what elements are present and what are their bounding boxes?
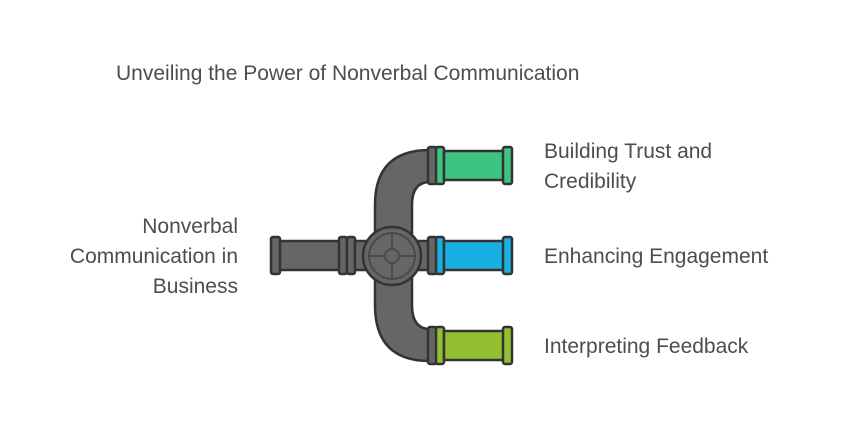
branch-label-trust: Building Trust and Credibility (544, 137, 712, 197)
input-pipe-end-cap (269, 235, 282, 276)
branch-pipe-engagement (426, 235, 514, 276)
branch-pipe-trust (426, 145, 514, 186)
source-label: Nonverbal Communication in Business (0, 212, 238, 302)
source-label-line: Communication in (69, 245, 238, 268)
valve-hub (384, 248, 400, 264)
branch-label-line: Credibility (544, 170, 637, 193)
branch-label-engagement: Enhancing Engagement (544, 242, 768, 272)
branch-label-line: Building Trust and (544, 140, 713, 163)
branch-label-line: Interpreting Feedback (544, 335, 749, 358)
branch-pipe-feedback (426, 325, 514, 366)
source-label-line: Business (152, 275, 238, 298)
source-label-line: Nonverbal (142, 215, 238, 238)
diagram-title: Unveiling the Power of Nonverbal Communi… (116, 62, 580, 85)
branch-label-feedback: Interpreting Feedback (544, 332, 748, 362)
branch-label-line: Enhancing Engagement (544, 245, 769, 268)
input-pipe-body (276, 239, 344, 272)
